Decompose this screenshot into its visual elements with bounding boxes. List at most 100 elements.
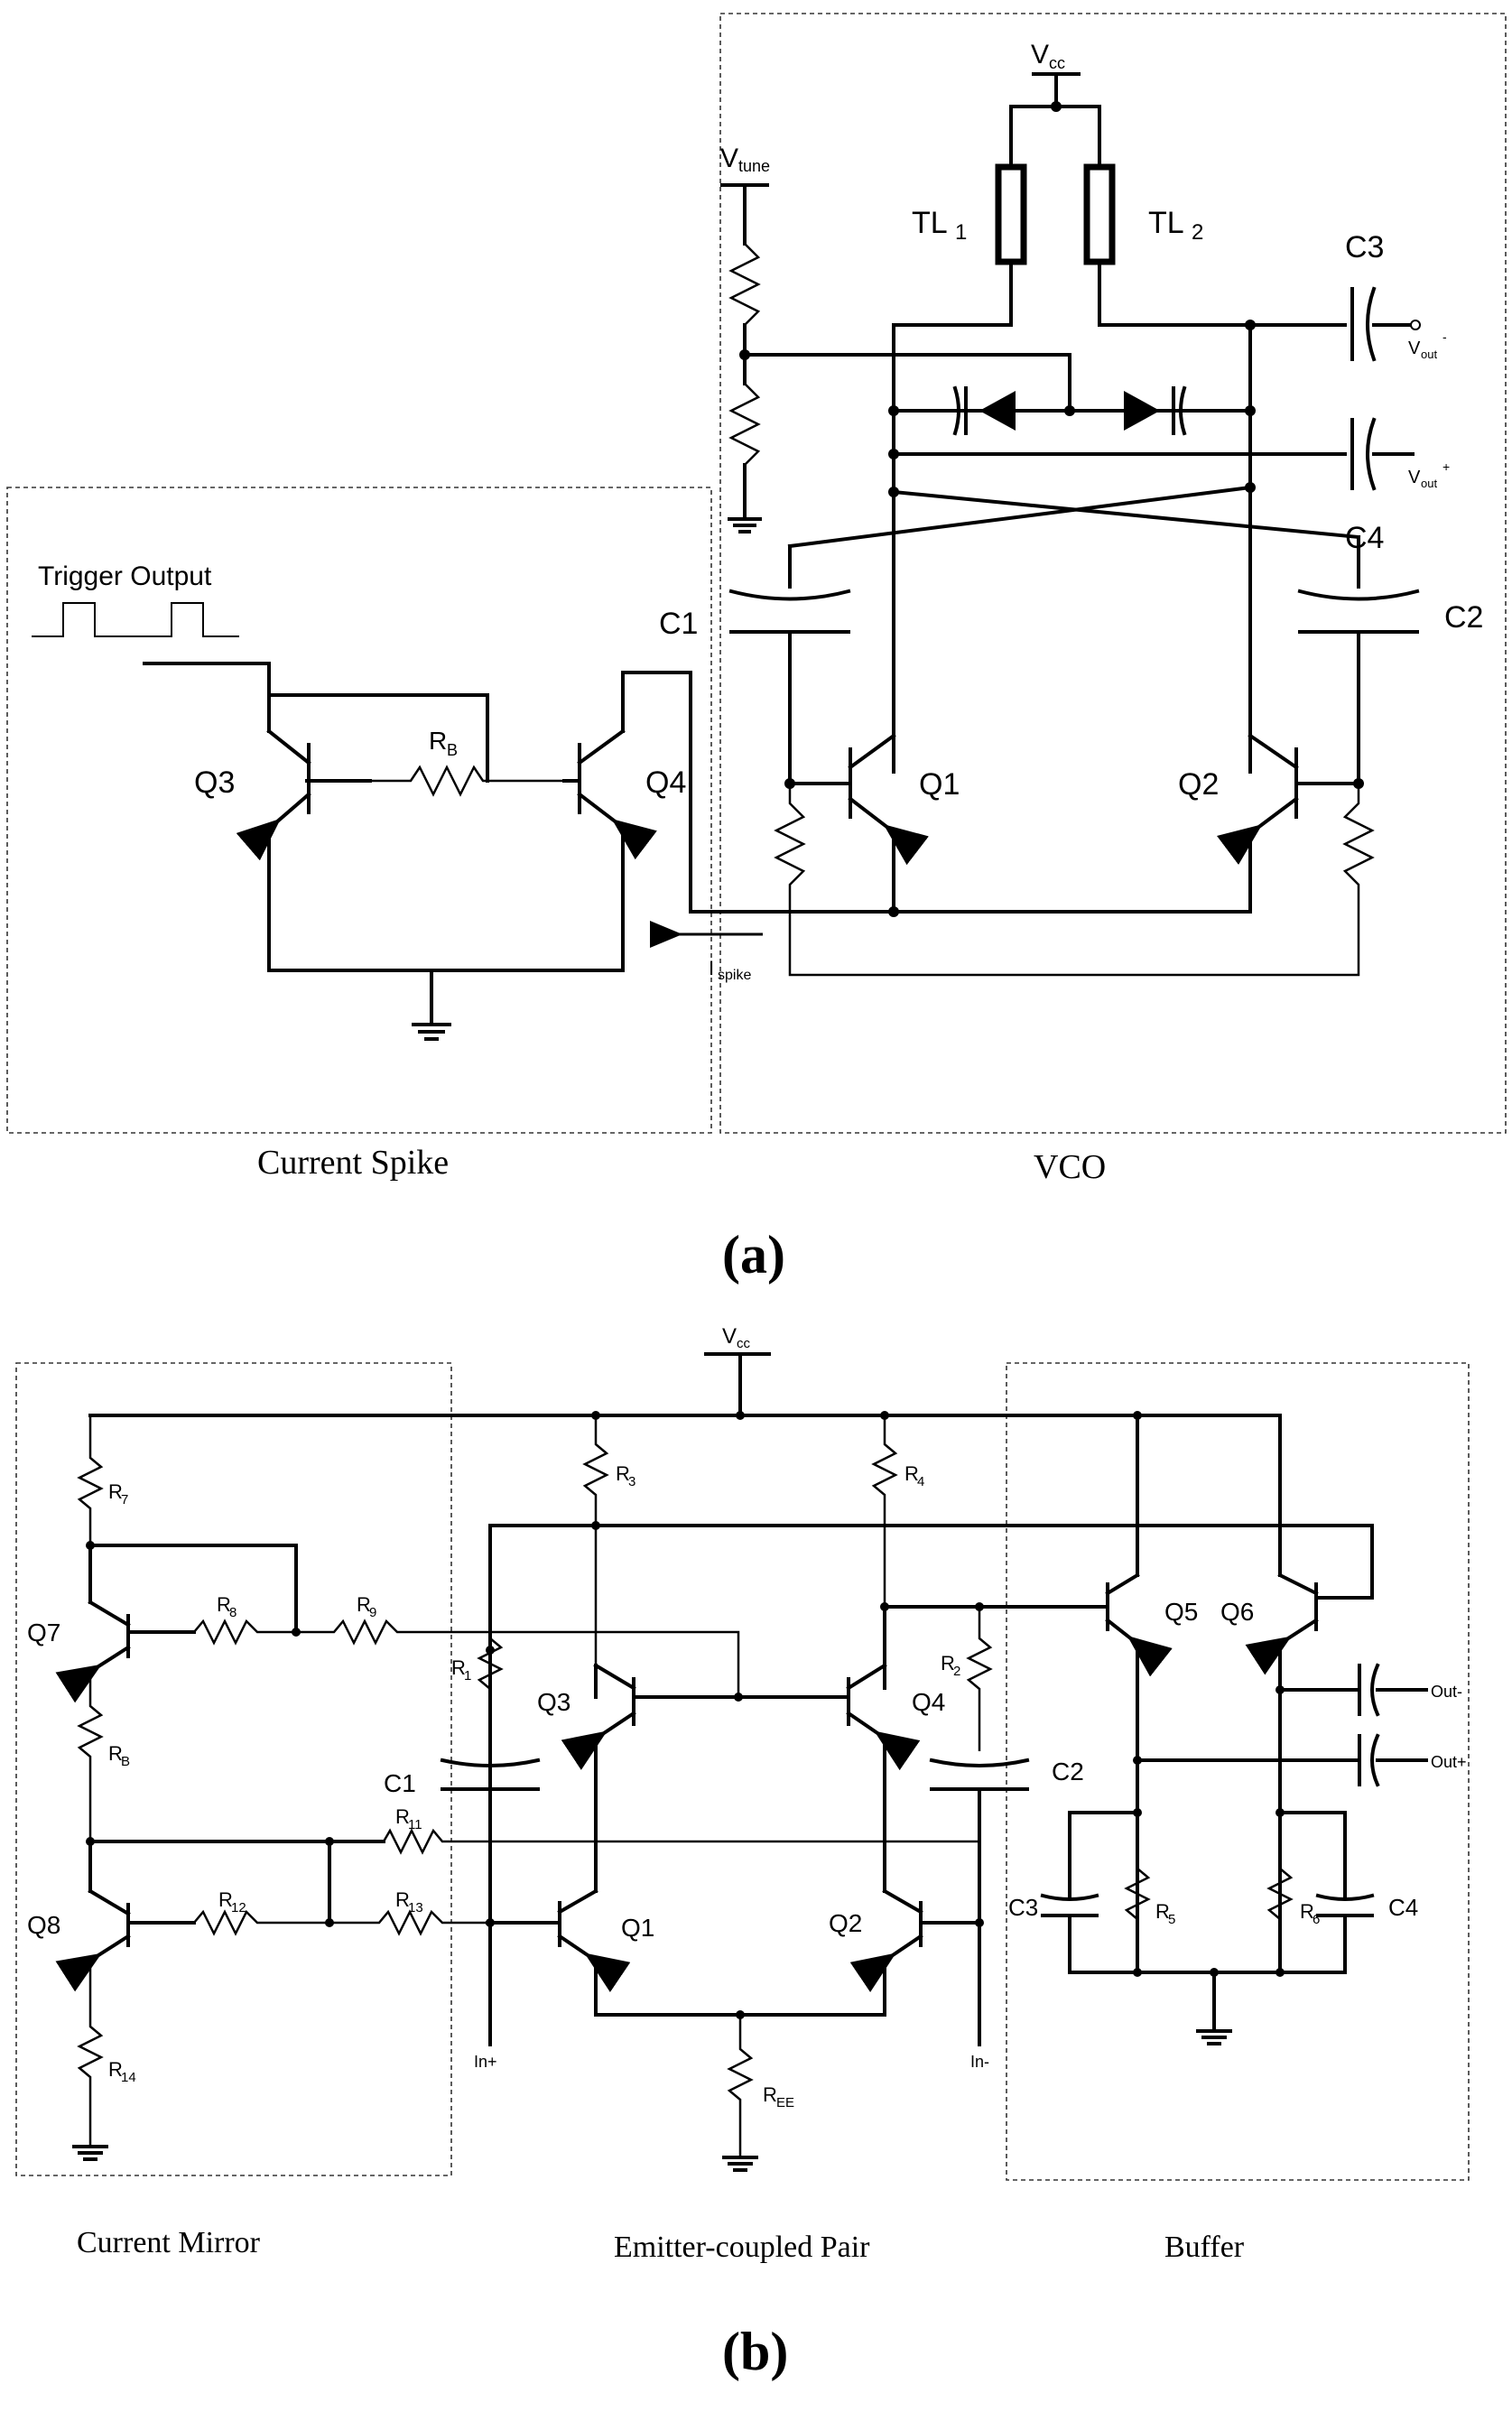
r6-sub: 6 bbox=[1313, 1912, 1320, 1927]
trigger-label: Trigger Output bbox=[38, 561, 212, 591]
c4-label-b: C4 bbox=[1388, 1894, 1418, 1921]
section-buffer: Buffer bbox=[1164, 2231, 1245, 2264]
q3-transistor-a bbox=[236, 698, 372, 972]
q1-transistor-b bbox=[486, 1876, 631, 1992]
q4-transistor-a bbox=[562, 716, 657, 972]
r3-sub: 3 bbox=[628, 1474, 635, 1489]
q6-transistor bbox=[1245, 1414, 1319, 1974]
r4-sub: 4 bbox=[917, 1474, 924, 1489]
q3-label-b: Q3 bbox=[537, 1688, 570, 1716]
r8-label: R bbox=[217, 1593, 231, 1616]
r14-label: R bbox=[108, 2058, 123, 2081]
rb-label-b: R bbox=[108, 1742, 123, 1765]
r4-label: R bbox=[904, 1462, 919, 1485]
in-minus-label: In- bbox=[970, 2053, 989, 2071]
vout-minus-label: V bbox=[1408, 339, 1421, 358]
section-current-mirror: Current Mirror bbox=[77, 2226, 261, 2259]
section-vco: VCO bbox=[1034, 1148, 1106, 1186]
r8-sub: 8 bbox=[229, 1605, 237, 1620]
q8-label: Q8 bbox=[27, 1911, 60, 1939]
vout-plus-sup: + bbox=[1442, 459, 1450, 474]
vout-minus-sup: - bbox=[1442, 329, 1447, 344]
q2-transistor-a bbox=[1217, 733, 1364, 914]
r13-label: R bbox=[395, 1888, 410, 1911]
r7-sub: 7 bbox=[121, 1492, 128, 1507]
c4-capacitor-a bbox=[1350, 417, 1415, 491]
current-mirror-box bbox=[15, 1362, 452, 2176]
out-minus-label: Out- bbox=[1431, 1683, 1462, 1701]
tl2-sub: 2 bbox=[1192, 220, 1203, 245]
tl1-label: TL bbox=[912, 206, 948, 240]
q1-label-a: Q1 bbox=[919, 767, 960, 802]
vcc-sub-b: cc bbox=[737, 1336, 751, 1351]
trigger-pulse bbox=[32, 602, 239, 637]
c3-label-b: C3 bbox=[1008, 1894, 1038, 1921]
out-plus-label: Out+ bbox=[1431, 1753, 1467, 1771]
r1-label: R bbox=[451, 1656, 466, 1679]
vcc-node-a: V cc bbox=[1009, 40, 1101, 169]
section-current-spike: Current Spike bbox=[257, 1144, 449, 1182]
c2-label-a: C2 bbox=[1444, 600, 1483, 635]
q4-label-a: Q4 bbox=[645, 765, 686, 800]
r2-sub: 2 bbox=[953, 1664, 960, 1679]
vcc-sub-a: cc bbox=[1049, 54, 1065, 72]
r12-sub: 12 bbox=[231, 1900, 246, 1915]
c2-capacitor-b bbox=[929, 1758, 1030, 2046]
rb-sub-a: B bbox=[447, 741, 458, 759]
caption-b: (b) bbox=[722, 2322, 788, 2381]
r6-label: R bbox=[1300, 1900, 1314, 1923]
c1-label-a: C1 bbox=[659, 607, 698, 641]
r5-label: R bbox=[1155, 1900, 1170, 1923]
c3-capacitor-a bbox=[1350, 286, 1421, 362]
q4-transistor-b bbox=[846, 1663, 921, 1771]
q1-label-b: Q1 bbox=[621, 1914, 654, 1942]
rb-sub-b: B bbox=[121, 1754, 130, 1769]
c1-label-b: C1 bbox=[384, 1769, 416, 1797]
c1-capacitor-a bbox=[728, 589, 851, 787]
section-emitter-coupled-pair: Emitter-coupled Pair bbox=[614, 2231, 870, 2264]
r2-label: R bbox=[941, 1652, 955, 1674]
vtune-sub: tune bbox=[738, 157, 770, 175]
q8-transistor bbox=[55, 1840, 196, 1992]
q3-transistor-b bbox=[561, 1663, 850, 1770]
r7-label: R bbox=[108, 1480, 123, 1503]
varactor-pair bbox=[888, 385, 1256, 436]
q6-label: Q6 bbox=[1220, 1598, 1254, 1626]
c1-capacitor-b bbox=[440, 1758, 541, 2046]
q1-transistor-a bbox=[784, 733, 929, 914]
ree-label: R bbox=[763, 2083, 777, 2106]
r14-sub: 14 bbox=[121, 2070, 136, 2085]
vout-plus-label: V bbox=[1408, 468, 1421, 487]
r5-sub: 5 bbox=[1168, 1912, 1175, 1927]
q7-transistor bbox=[55, 1544, 196, 1703]
q7-label: Q7 bbox=[27, 1619, 60, 1646]
r1-sub: 1 bbox=[464, 1668, 471, 1684]
tl1-line bbox=[995, 163, 1027, 265]
r13-sub: 13 bbox=[408, 1900, 423, 1915]
q4-label-b: Q4 bbox=[912, 1688, 945, 1716]
tl1-sub: 1 bbox=[955, 220, 967, 245]
r9-label: R bbox=[357, 1593, 371, 1616]
q2-label-b: Q2 bbox=[829, 1909, 862, 1937]
ispike-label: I bbox=[709, 957, 714, 979]
q5-label: Q5 bbox=[1164, 1598, 1198, 1626]
ree-sub: EE bbox=[776, 2095, 794, 2110]
r11-label: R bbox=[395, 1805, 410, 1828]
vcc-label-a: V bbox=[1031, 40, 1049, 70]
c3-label-a: C3 bbox=[1345, 230, 1384, 264]
in-plus-label: In+ bbox=[474, 2053, 497, 2071]
q3-label-a: Q3 bbox=[194, 765, 235, 800]
r12-label: R bbox=[218, 1888, 233, 1911]
c2-label-b: C2 bbox=[1052, 1758, 1084, 1786]
vout-minus-sub: out bbox=[1421, 348, 1437, 361]
r3-label: R bbox=[616, 1462, 630, 1485]
c2-capacitor-a bbox=[1297, 589, 1420, 787]
tl2-line bbox=[1083, 163, 1116, 265]
q2-transistor-b bbox=[849, 1876, 981, 1992]
vout-plus-sub: out bbox=[1421, 477, 1437, 490]
rb-resistor-a bbox=[370, 765, 564, 797]
ispike-sub: spike bbox=[718, 968, 751, 983]
q5-transistor bbox=[1086, 1414, 1173, 1974]
caption-a: (a) bbox=[722, 1225, 785, 1285]
r9-sub: 9 bbox=[369, 1605, 376, 1620]
